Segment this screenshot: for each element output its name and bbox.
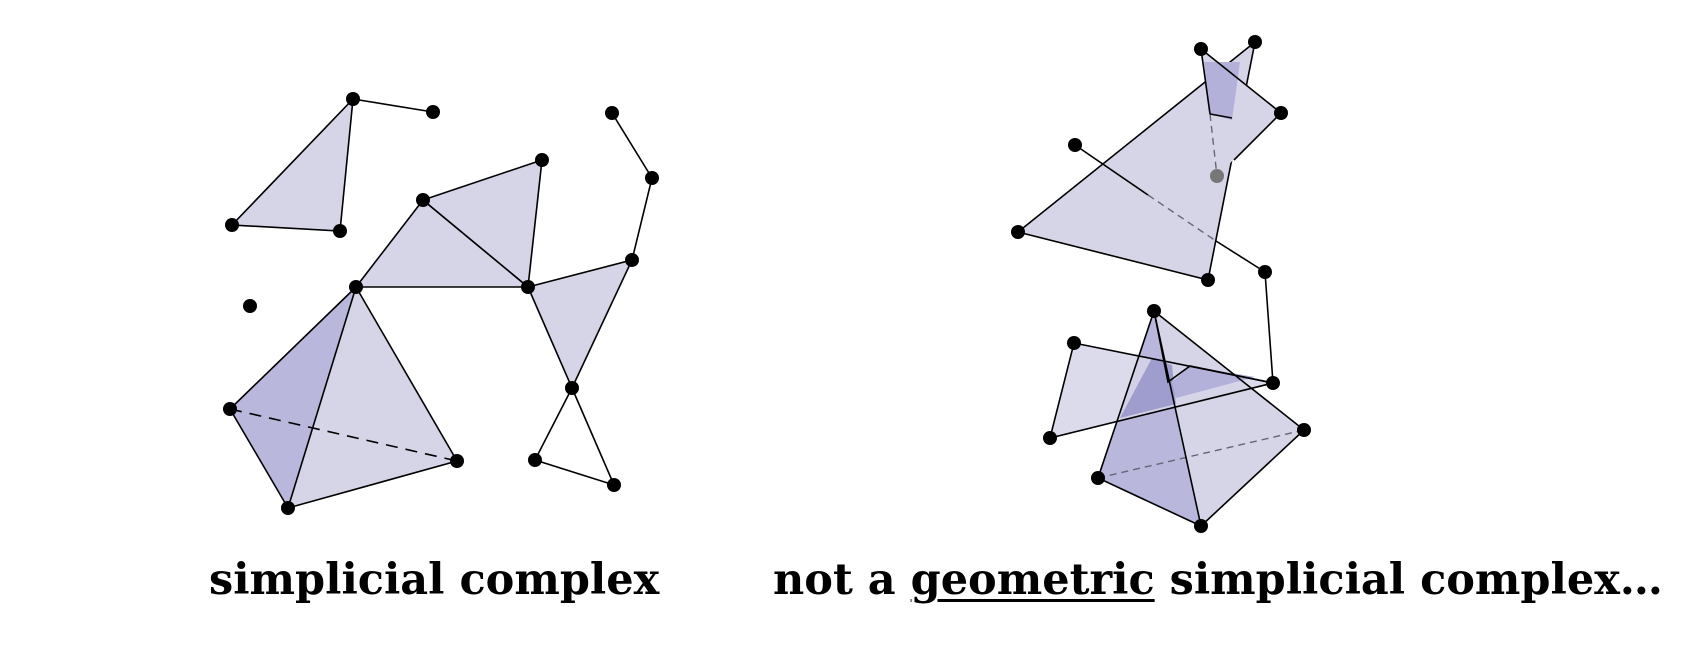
vertex bbox=[521, 280, 535, 294]
vertex bbox=[281, 501, 295, 515]
edge-path bbox=[533, 387, 616, 487]
overlap-region bbox=[1204, 62, 1240, 120]
edge bbox=[1200, 48, 1282, 114]
vertex bbox=[565, 381, 579, 395]
triangle-face bbox=[526, 258, 634, 390]
edge bbox=[1209, 113, 1233, 119]
tetrahedron-right-face bbox=[288, 287, 457, 508]
vertex bbox=[243, 299, 257, 313]
vertex bbox=[535, 153, 549, 167]
vertex bbox=[1258, 265, 1272, 279]
vertex bbox=[1067, 336, 1081, 350]
edge bbox=[1233, 112, 1282, 161]
vertices bbox=[223, 92, 659, 515]
edge bbox=[1264, 271, 1274, 384]
vertex bbox=[416, 193, 430, 207]
vertex bbox=[607, 478, 621, 492]
triangle-face bbox=[230, 96, 355, 232]
vertex bbox=[1248, 35, 1262, 49]
vertex bbox=[426, 105, 440, 119]
hidden-edge bbox=[1209, 113, 1218, 177]
hidden-edge bbox=[1147, 194, 1217, 242]
edge-path bbox=[1153, 310, 1274, 384]
vertex bbox=[1068, 138, 1082, 152]
caption-underlined-word: geometric bbox=[910, 555, 1155, 605]
vertex bbox=[605, 106, 619, 120]
edge-path bbox=[611, 112, 653, 261]
vertex bbox=[1091, 471, 1105, 485]
vertex bbox=[1194, 42, 1208, 56]
tetrahedron-right-face bbox=[1154, 311, 1304, 526]
vertex bbox=[1194, 519, 1208, 533]
vertex bbox=[333, 224, 347, 238]
vertex bbox=[1297, 423, 1311, 437]
edge bbox=[1200, 48, 1211, 115]
vertex bbox=[450, 454, 464, 468]
caption-suffix: simplicial complex… bbox=[1169, 555, 1663, 605]
vertex bbox=[645, 171, 659, 185]
triangle-face bbox=[421, 158, 543, 289]
caption-prefix: not a bbox=[773, 555, 896, 605]
left-simplicial-complex bbox=[223, 92, 659, 515]
vertices bbox=[1011, 35, 1311, 533]
vertex bbox=[528, 453, 542, 467]
vertex bbox=[625, 253, 639, 267]
crossing-triangle-outline bbox=[1048, 342, 1274, 440]
vertex bbox=[1201, 273, 1215, 287]
vertex bbox=[1147, 304, 1161, 318]
tetrahedron-left-face bbox=[230, 287, 356, 508]
right-non-geometric-complex bbox=[1011, 35, 1311, 533]
caption-not-geometric: not a geometric simplicial complex… bbox=[773, 555, 1663, 605]
edge bbox=[1074, 144, 1149, 196]
vertex bbox=[1043, 431, 1057, 445]
vertex bbox=[225, 218, 239, 232]
vertex bbox=[223, 402, 237, 416]
vertex bbox=[1266, 376, 1280, 390]
overlap-region bbox=[1120, 358, 1176, 418]
edge bbox=[287, 286, 357, 509]
edge bbox=[1215, 240, 1266, 273]
hidden-vertex bbox=[1210, 169, 1224, 183]
vertex bbox=[349, 280, 363, 294]
vertex bbox=[346, 92, 360, 106]
edge bbox=[352, 98, 434, 113]
vertex bbox=[1011, 225, 1025, 239]
caption-simplicial-complex: simplicial complex bbox=[209, 555, 660, 605]
vertex bbox=[1274, 106, 1288, 120]
